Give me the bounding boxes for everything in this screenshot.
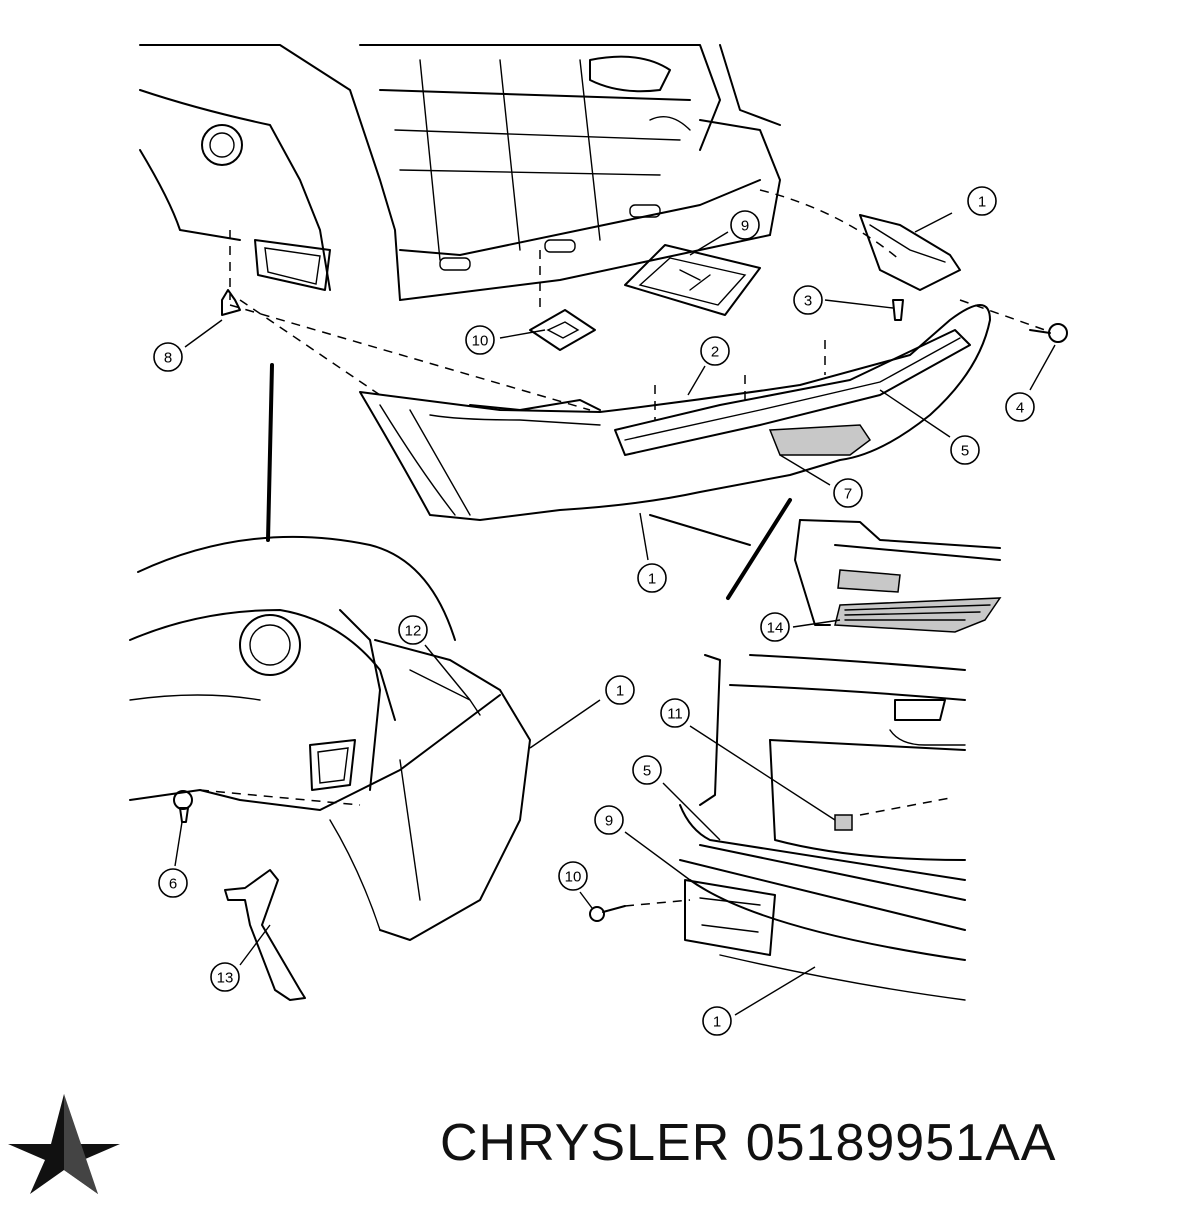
callout-c4: 4: [1005, 344, 1056, 422]
callout-circle: [632, 755, 662, 785]
callout-leader-line: [174, 821, 183, 867]
callout-c12: 12: [398, 615, 471, 701]
brand-name: CHRYSLER: [440, 1114, 731, 1172]
callout-leader-line: [792, 619, 841, 628]
callout-c9b: 9: [594, 805, 691, 881]
vehicle-rear-body: [139, 44, 781, 301]
callout-c2: 2: [687, 336, 730, 396]
callout-leader-line: [734, 966, 816, 1016]
callout-circle: [793, 285, 823, 315]
callout-number: 6: [169, 876, 177, 893]
callout-number: 3: [804, 293, 812, 310]
callout-circle: [465, 325, 495, 355]
callout-leader-line: [1029, 344, 1056, 391]
callout-leader-line: [914, 212, 953, 233]
callout-circle: [558, 861, 588, 891]
callout-number: 10: [472, 333, 489, 350]
callout-number: 5: [961, 443, 969, 460]
callout-c13: 13: [210, 924, 271, 992]
callout-leader-line: [662, 782, 721, 841]
callout-leader-line: [579, 891, 593, 909]
callout-c9a: 9: [689, 210, 760, 256]
callout-number: 8: [164, 350, 172, 367]
callout-number: 11: [667, 706, 683, 723]
callout-leader-line: [424, 644, 471, 701]
alignment-lines: [229, 189, 1046, 420]
callout-circle: [967, 186, 997, 216]
chrysler-pentastar-icon: [0, 1088, 130, 1200]
callout-leader-line: [879, 389, 951, 438]
callout-leader-line: [824, 299, 894, 309]
callout-c1d: 1: [702, 966, 816, 1036]
callout-circle: [605, 675, 635, 705]
callout-leader-line: [529, 699, 601, 749]
callout-number: 9: [741, 218, 749, 235]
callout-number: 1: [713, 1014, 721, 1031]
callout-c1a: 1: [914, 186, 997, 233]
callout-circle: [398, 615, 428, 645]
callout-leader-line: [779, 454, 831, 486]
footer-title: CHRYSLER 05189951AA: [440, 1108, 1200, 1178]
callout-leader-line: [499, 329, 546, 339]
callout-circle: [760, 612, 790, 642]
callout-c10b: 10: [558, 861, 593, 909]
callout-c11: 11: [660, 698, 836, 821]
callout-number: 1: [616, 683, 624, 700]
callout-number: 1: [648, 571, 656, 588]
callout-leader-line: [639, 512, 649, 561]
callout-circle: [1005, 392, 1035, 422]
detail-left-corner: [129, 535, 531, 1001]
callout-number: 13: [217, 970, 234, 987]
callout-leader-line: [687, 365, 706, 396]
callout-c5b: 5: [632, 755, 721, 841]
callout-number: 9: [605, 813, 613, 830]
callout-c5a: 5: [879, 389, 980, 465]
callout-leader-line: [689, 725, 836, 821]
license-lamp: [529, 309, 596, 351]
callout-circle: [700, 336, 730, 366]
callout-leader-line: [239, 924, 271, 966]
callout-number: 12: [405, 623, 422, 640]
callout-circle: [210, 962, 240, 992]
callout-circle: [833, 478, 863, 508]
callout-number: 1: [978, 194, 986, 211]
callout-c8: 8: [153, 319, 223, 372]
callout-circle: [594, 805, 624, 835]
callout-circle: [637, 563, 667, 593]
callout-circle: [158, 868, 188, 898]
callout-circle: [730, 210, 760, 240]
callout-number: 14: [767, 620, 784, 637]
callout-c1b: 1: [637, 512, 667, 593]
part-number: 05189951AA: [745, 1114, 1057, 1172]
callout-c6: 6: [158, 821, 188, 898]
callout-leader-line: [184, 319, 223, 348]
callout-number: 7: [844, 486, 852, 503]
callout-circle: [660, 698, 690, 728]
callout-c3: 3: [793, 285, 894, 315]
callout-number: 2: [711, 344, 719, 361]
callout-c7: 7: [779, 454, 863, 508]
callouts: 1 9 3 4 2 10 8 5 7 1 14 12 1 6 13 11 5 9 10 1: [153, 186, 1056, 1036]
callout-c10a: 10: [465, 325, 546, 355]
view-pointer-lines: [266, 363, 792, 600]
callout-c1c: 1: [529, 675, 635, 749]
callout-circle: [702, 1006, 732, 1036]
callout-number: 4: [1016, 400, 1024, 417]
callout-number: 10: [565, 869, 582, 886]
callout-c14: 14: [760, 612, 841, 642]
callout-circle: [153, 342, 183, 372]
callout-number: 5: [643, 763, 651, 780]
callout-leader-line: [689, 231, 729, 256]
detail-plate-area: [589, 654, 966, 1001]
license-plate-bracket: [624, 244, 761, 316]
callout-leader-line: [624, 831, 691, 881]
rear-bumper-fascia-top: [221, 214, 1068, 521]
callout-circle: [950, 435, 980, 465]
detail-step-pad: [794, 519, 1002, 633]
